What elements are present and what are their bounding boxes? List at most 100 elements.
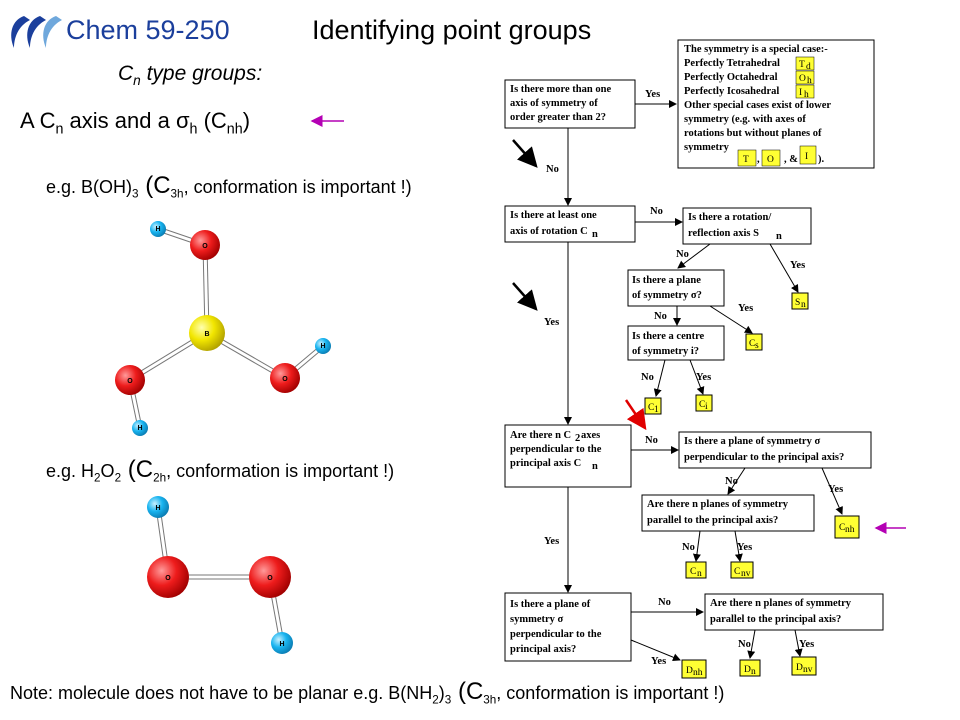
path-arrow-no [512,139,538,168]
boron-atom [189,315,225,351]
result-Ci [695,394,713,412]
oxygen-atom [190,230,220,260]
hydrogen-atom [315,338,331,354]
svg-text:C: C [839,523,845,533]
svg-text:No: No [676,249,689,260]
svg-text:D: D [686,666,693,676]
svg-text:rotations but without planes o: rotations but without planes of [684,128,822,139]
svg-text:n: n [697,569,702,579]
svg-text:Yes: Yes [544,536,559,547]
svg-text:Are there n planes of symmetry: Are there n planes of symmetry [710,598,852,609]
svg-text:perpendicular to the: perpendicular to the [510,444,602,455]
svg-text:n: n [776,231,782,242]
result-Dnv [791,656,817,676]
flow-box-q8 [641,494,815,532]
svg-text:C: C [699,400,705,410]
svg-text:axis of rotation C: axis of rotation C [510,226,588,237]
svg-text:n: n [801,300,806,310]
svg-text:T: T [799,60,805,70]
result-Cnv [730,561,754,579]
svg-text:T: T [743,155,749,165]
svg-text:D: D [744,665,751,675]
svg-text:The symmetry is a special case: The symmetry is a special case:- [684,44,828,55]
svg-text:No: No [738,639,751,650]
oxygen-atom [115,365,145,395]
svg-text:No: No [546,164,559,175]
svg-text:No: No [645,435,658,446]
flow-box-q1 [504,79,636,129]
svg-text:1: 1 [654,405,659,415]
svg-text:Yes: Yes [544,317,559,328]
hydrogen-atom [147,496,169,518]
subtitle: Cn type groups: [118,62,263,89]
svg-text:parallel to the principal axis: parallel to the principal axis? [710,614,841,625]
svg-text:principal axis C: principal axis C [510,458,581,469]
example-h2o2: e.g. H2O2 (C2h, conformation is importan… [46,456,395,485]
svg-text:Yes: Yes [645,89,660,100]
svg-text:n: n [592,461,598,472]
svg-text:symmetry: symmetry [684,142,730,153]
svg-text:reflection axis S: reflection axis S [688,228,759,239]
svg-text:Are there n C: Are there n C [510,430,571,441]
svg-text:n: n [751,667,756,677]
result-Cn [685,561,707,579]
svg-text:Other special cases exist of l: Other special cases exist of lower [684,100,831,111]
svg-text:No: No [682,542,695,553]
flow-box-q6 [504,424,632,488]
oxygen-atom [249,556,291,598]
path-arrow-yes [512,282,538,311]
svg-text:Yes: Yes [738,303,753,314]
svg-text:H: H [155,505,160,512]
svg-text:O: O [799,74,806,84]
svg-text:No: No [658,597,671,608]
svg-text:,: , [757,154,760,165]
flow-box-q2 [504,205,636,243]
svg-text:Yes: Yes [651,656,666,667]
hydrogen-atom [271,632,293,654]
svg-text:C: C [734,567,740,577]
oxygen-atom [270,363,300,393]
result-Sn [791,292,809,310]
university-logo [11,16,62,48]
svg-text:I: I [799,88,802,98]
oxygen-atom [147,556,189,598]
svg-text:h: h [804,90,809,100]
svg-text:nh: nh [845,525,855,535]
svg-text:s: s [755,341,759,351]
cnh-heading: A Cn axis and a σh (Cnh) [20,108,251,138]
svg-text:Is there a plane of: Is there a plane of [510,599,591,610]
svg-text:O: O [767,155,774,165]
svg-text:Is there a plane: Is there a plane [632,275,701,286]
point-group-flowchart: Is there more than one axis of symmetry … [504,39,884,679]
flow-box-q10 [704,593,884,631]
svg-text:nh: nh [693,668,703,678]
molecule-boh3: O O O B H H H [115,221,331,436]
svg-text:Yes: Yes [790,260,805,271]
svg-text:Perfectly Octahedral: Perfectly Octahedral [684,72,778,83]
svg-text:h: h [807,76,812,86]
molecule-h2o2: O O H H [147,496,293,654]
svg-text:O: O [127,378,133,385]
svg-text:Are there n planes of symmetry: Are there n planes of symmetry [647,499,789,510]
result-Cs [745,333,763,351]
svg-text:order greater than 2?: order greater than 2? [510,112,606,123]
svg-text:O: O [202,243,208,250]
svg-text:I: I [805,152,808,162]
result-Dnh [681,659,707,679]
svg-text:axes: axes [581,430,600,441]
slide-title: Identifying point groups [312,15,592,45]
example-boh3: e.g. B(OH)3 (C3h, conformation is import… [46,172,412,201]
svg-text:S: S [795,298,800,308]
svg-text:H: H [137,425,142,432]
svg-text:of symmetry i?: of symmetry i? [632,346,699,357]
svg-text:Is there a rotation/: Is there a rotation/ [688,212,772,223]
svg-text:nv: nv [803,665,813,675]
svg-text:axis of symmetry of: axis of symmetry of [510,98,598,109]
svg-text:Is there a centre: Is there a centre [632,331,705,342]
svg-text:No: No [650,206,663,217]
svg-text:C: C [648,403,654,413]
svg-text:Yes: Yes [696,372,711,383]
svg-text:O: O [267,575,273,582]
planarity-note: Note: molecule does not have to be plana… [10,678,725,707]
result-C1 [644,397,662,415]
